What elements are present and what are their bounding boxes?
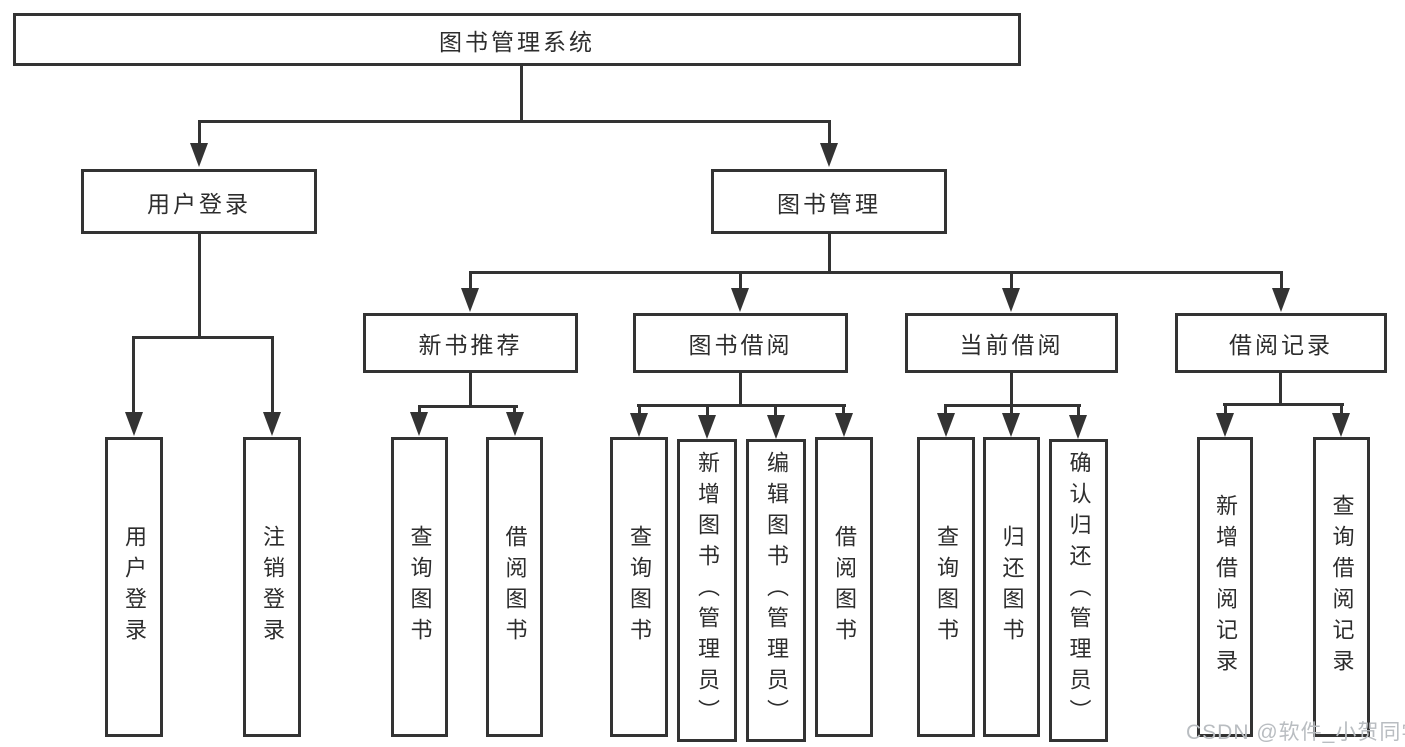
connector-line: [513, 405, 516, 417]
connector-line: [1077, 404, 1080, 416]
leaf-query-borrow-record: 查询借阅记录: [1313, 437, 1370, 737]
connector-line: [637, 404, 846, 407]
node-borrow-records: 借阅记录: [1175, 313, 1387, 373]
arrow-down-icon: [1002, 288, 1020, 312]
node-library-system-label: 图书管理系统: [439, 28, 595, 55]
connector-line: [739, 271, 742, 291]
connector-line: [706, 404, 709, 416]
node-new-book-recommend: 新书推荐: [363, 313, 578, 373]
arrow-down-icon: [767, 415, 785, 439]
connector-line: [1010, 271, 1013, 291]
node-borrow-records-label: 借阅记录: [1229, 332, 1333, 358]
leaf-borrow-books-label: 借阅图书: [832, 525, 857, 649]
connector-line: [774, 404, 777, 416]
node-new-book-recommend-label: 新书推荐: [418, 332, 523, 358]
connector-line: [469, 373, 472, 407]
leaf-return-books-label: 归还图书: [999, 525, 1025, 649]
leaf-query-books-label: 查询图书: [934, 525, 959, 649]
leaf-query-books: 查询图书: [391, 437, 448, 737]
connector-line: [469, 271, 1283, 274]
connector-line: [828, 234, 831, 273]
leaf-add-book-admin-label: 新增图书（管理员）: [695, 451, 720, 730]
node-book-borrowing-label: 图书借阅: [688, 332, 793, 358]
arrow-down-icon: [937, 413, 955, 437]
arrow-down-icon: [410, 412, 428, 436]
arrow-down-icon: [1272, 288, 1290, 312]
node-user-login: 用户登录: [81, 169, 317, 234]
node-book-borrowing: 图书借阅: [633, 313, 848, 373]
leaf-add-borrow-record-label: 新增借阅记录: [1213, 494, 1238, 680]
leaf-add-book-admin: 新增图书（管理员）: [677, 439, 737, 742]
arrow-down-icon: [461, 288, 479, 312]
connector-line: [1279, 373, 1282, 405]
leaf-confirm-return-admin: 确认归还（管理员）: [1049, 439, 1108, 742]
leaf-user-login: 用户登录: [105, 437, 163, 737]
node-current-borrowing: 当前借阅: [905, 313, 1118, 373]
arrow-down-icon: [630, 413, 648, 437]
connector-line: [1010, 373, 1013, 406]
leaf-logout-label: 注销登录: [260, 525, 285, 649]
connector-line: [1010, 404, 1013, 416]
connector-line: [198, 120, 201, 148]
arrow-down-icon: [190, 143, 208, 167]
leaf-return-books: 归还图书: [983, 437, 1040, 737]
connector-line: [520, 66, 523, 123]
connector-line: [842, 404, 845, 416]
leaf-query-books-label: 查询图书: [627, 525, 652, 649]
arrow-down-icon: [506, 412, 524, 436]
connector-line: [271, 336, 274, 412]
leaf-add-borrow-record: 新增借阅记录: [1197, 437, 1253, 737]
arrow-down-icon: [820, 143, 838, 167]
connector-line: [418, 405, 518, 408]
connector-line: [1224, 403, 1227, 415]
connector-line: [132, 336, 135, 412]
leaf-logout: 注销登录: [243, 437, 301, 737]
connector-line: [198, 234, 201, 338]
connector-line: [1340, 403, 1343, 415]
leaf-query-books: 查询图书: [610, 437, 668, 737]
csdn-watermark: CSDN @软件_小贺同学: [1186, 721, 1405, 744]
connector-line: [1280, 271, 1283, 291]
leaf-confirm-return-admin-label: 确认归还（管理员）: [1066, 451, 1092, 730]
connector-line: [132, 336, 274, 339]
leaf-borrow-books: 借阅图书: [815, 437, 873, 737]
node-book-management: 图书管理: [711, 169, 947, 234]
leaf-query-books: 查询图书: [917, 437, 975, 737]
leaf-borrow-books-label: 借阅图书: [502, 525, 528, 649]
leaf-query-borrow-record-label: 查询借阅记录: [1329, 494, 1355, 680]
arrow-down-icon: [835, 413, 853, 437]
connector-line: [638, 404, 641, 416]
arrow-down-icon: [263, 412, 281, 436]
connector-line: [739, 373, 742, 406]
connector-line: [469, 271, 472, 291]
node-library-system: 图书管理系统: [13, 13, 1021, 66]
arrow-down-icon: [1002, 413, 1020, 437]
node-user-login-label: 用户登录: [147, 190, 251, 217]
connector-line: [418, 405, 421, 417]
arrow-down-icon: [698, 415, 716, 439]
leaf-borrow-books: 借阅图书: [486, 437, 543, 737]
connector-line: [828, 120, 831, 148]
arrow-down-icon: [1216, 413, 1234, 437]
leaf-edit-book-admin: 编辑图书（管理员）: [746, 439, 806, 742]
node-book-management-label: 图书管理: [777, 190, 881, 217]
leaf-edit-book-admin-label: 编辑图书（管理员）: [764, 451, 789, 730]
arrow-down-icon: [1069, 415, 1087, 439]
connector-line: [1223, 403, 1344, 406]
arrow-down-icon: [125, 412, 143, 436]
leaf-user-login-label: 用户登录: [122, 525, 147, 649]
connector-line: [198, 120, 831, 123]
arrow-down-icon: [731, 288, 749, 312]
arrow-down-icon: [1332, 413, 1350, 437]
node-current-borrowing-label: 当前借阅: [959, 332, 1064, 358]
connector-line: [944, 404, 947, 416]
leaf-query-books-label: 查询图书: [407, 525, 433, 649]
